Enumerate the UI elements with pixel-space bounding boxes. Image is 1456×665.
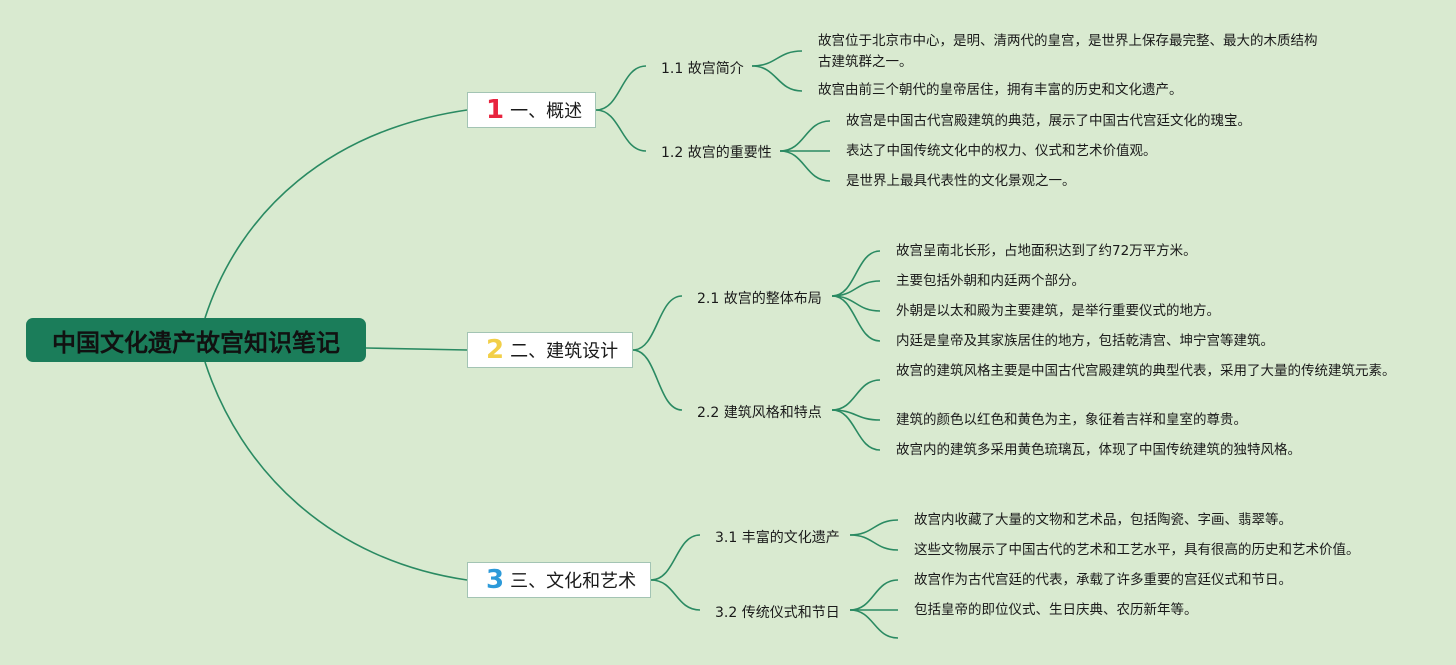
sub31-leaf-connector-1 [849,519,899,536]
branch-label: 二、建筑设计 [510,341,619,362]
branch-label: 一、概述 [510,101,583,122]
sub-node-1-1[interactable]: 1.1 故宫简介 [661,61,744,77]
sub22-leaf-connector-3 [831,409,881,451]
sub22-leaf-connector-1 [831,379,881,411]
leaf-2-2-2: 建筑的颜色以红色和黄色为主，象征着吉祥和皇室的尊贵。 [896,412,1247,428]
branch-number-3: 3 [486,565,505,595]
leaf-1-1-2: 故宫由前三个朝代的皇帝居住，拥有丰富的历史和文化遗产。 [818,82,1183,98]
root-title: 中国文化遗产故宫知识笔记 [52,328,340,357]
sub21-leaf-connector-4 [831,295,881,342]
leaf-2-1-1: 故宫呈南北长形，占地面积达到了约72万平方米。 [896,243,1197,259]
leaf-2-2-3: 故宫内的建筑多采用黄色琉璃瓦，体现了中国传统建筑的独特风格。 [896,442,1301,458]
branch-node-culture-art[interactable]: 3 三、文化和艺术 [467,562,651,598]
sub-node-2-1[interactable]: 2.1 故宫的整体布局 [697,291,822,307]
sub11-leaf-connector-1 [751,50,803,67]
branch1-sub2-connector [595,109,647,152]
root-connector-2 [365,347,468,351]
sub12-leaf-connector-3 [779,150,831,182]
leaf-2-1-3: 外朝是以太和殿为主要建筑，是举行重要仪式的地方。 [896,303,1220,319]
branch3-sub2-connector [650,579,701,611]
branch-node-overview[interactable]: 1 一、概述 [467,92,596,128]
sub-node-2-2[interactable]: 2.2 建筑风格和特点 [697,405,822,421]
root-connector-3 [204,361,468,581]
sub21-leaf-connector-1 [831,250,881,297]
leaf-1-1-1: 故宫位于北京市中心，是明、清两代的皇宫，是世界上保存最完整、最大的木质结构古建筑… [818,33,1318,70]
leaf-3-1-2: 这些文物展示了中国古代的艺术和工艺水平，具有很高的历史和艺术价值。 [914,542,1360,558]
root-connector-1 [204,109,468,319]
branch-node-architecture[interactable]: 2 二、建筑设计 [467,332,633,368]
sub32-leaf-connector-3 [849,609,899,639]
branch1-sub1-connector [595,65,647,111]
leaf-3-2-1: 故宫作为古代宫廷的代表，承载了许多重要的宫廷仪式和节日。 [914,572,1292,588]
sub31-leaf-connector-2 [849,534,899,551]
sub12-leaf-connector-1 [779,120,831,152]
sub-node-3-2[interactable]: 3.2 传统仪式和节日 [715,605,840,621]
root-node[interactable]: 中国文化遗产故宫知识笔记 [26,318,366,362]
branch2-sub1-connector [632,295,683,351]
sub11-leaf-connector-2 [751,65,803,92]
branch-label: 三、文化和艺术 [510,571,637,592]
leaf-3-1-1: 故宫内收藏了大量的文物和艺术品，包括陶瓷、字画、翡翠等。 [914,512,1292,528]
sub-node-1-2[interactable]: 1.2 故宫的重要性 [661,145,772,161]
branch-number-1: 1 [486,95,505,125]
branch-number-2: 2 [486,335,505,365]
leaf-2-1-4: 内廷是皇帝及其家族居住的地方，包括乾清宫、坤宁宫等建筑。 [896,333,1274,349]
branch2-sub2-connector [632,349,683,411]
leaf-1-2-1: 故宫是中国古代宫殿建筑的典范，展示了中国古代宫廷文化的瑰宝。 [846,113,1251,129]
sub-node-3-1[interactable]: 3.1 丰富的文化遗产 [715,530,840,546]
leaf-2-2-1: 故宫的建筑风格主要是中国古代宫殿建筑的典型代表，采用了大量的传统建筑元素。 [896,363,1396,379]
sub32-leaf-connector-1 [849,579,899,611]
leaf-1-2-2: 表达了中国传统文化中的权力、仪式和艺术价值观。 [846,143,1157,159]
branch3-sub1-connector [650,534,701,581]
leaf-2-1-2: 主要包括外朝和内廷两个部分。 [896,273,1085,289]
leaf-1-2-3: 是世界上最具代表性的文化景观之一。 [846,173,1076,189]
leaf-3-2-2: 包括皇帝的即位仪式、生日庆典、农历新年等。 [914,602,1198,618]
